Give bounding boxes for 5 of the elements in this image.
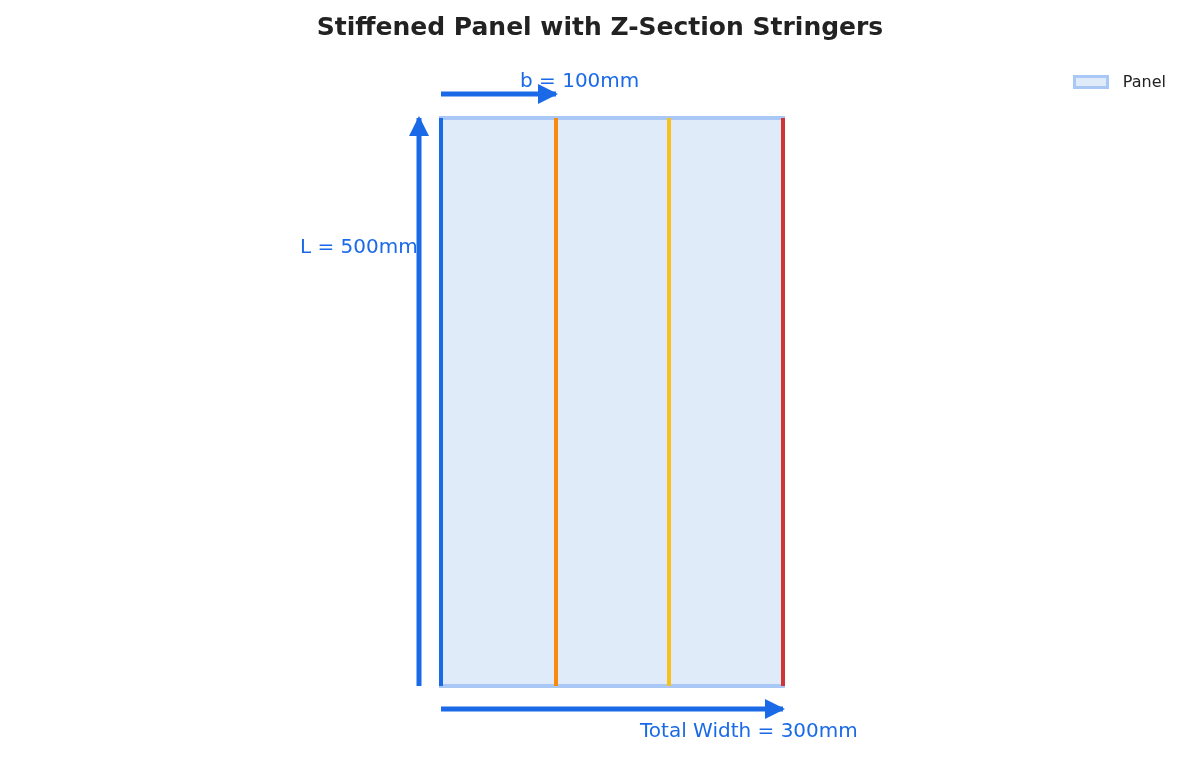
diagram-title: Stiffened Panel with Z-Section Stringers bbox=[316, 12, 884, 41]
dimension-label: L = 500mm bbox=[300, 234, 418, 258]
dimension-label: b = 100mm bbox=[520, 68, 640, 92]
dimension-label: Total Width = 300mm bbox=[640, 718, 858, 742]
legend-label: Panel bbox=[1122, 72, 1166, 91]
